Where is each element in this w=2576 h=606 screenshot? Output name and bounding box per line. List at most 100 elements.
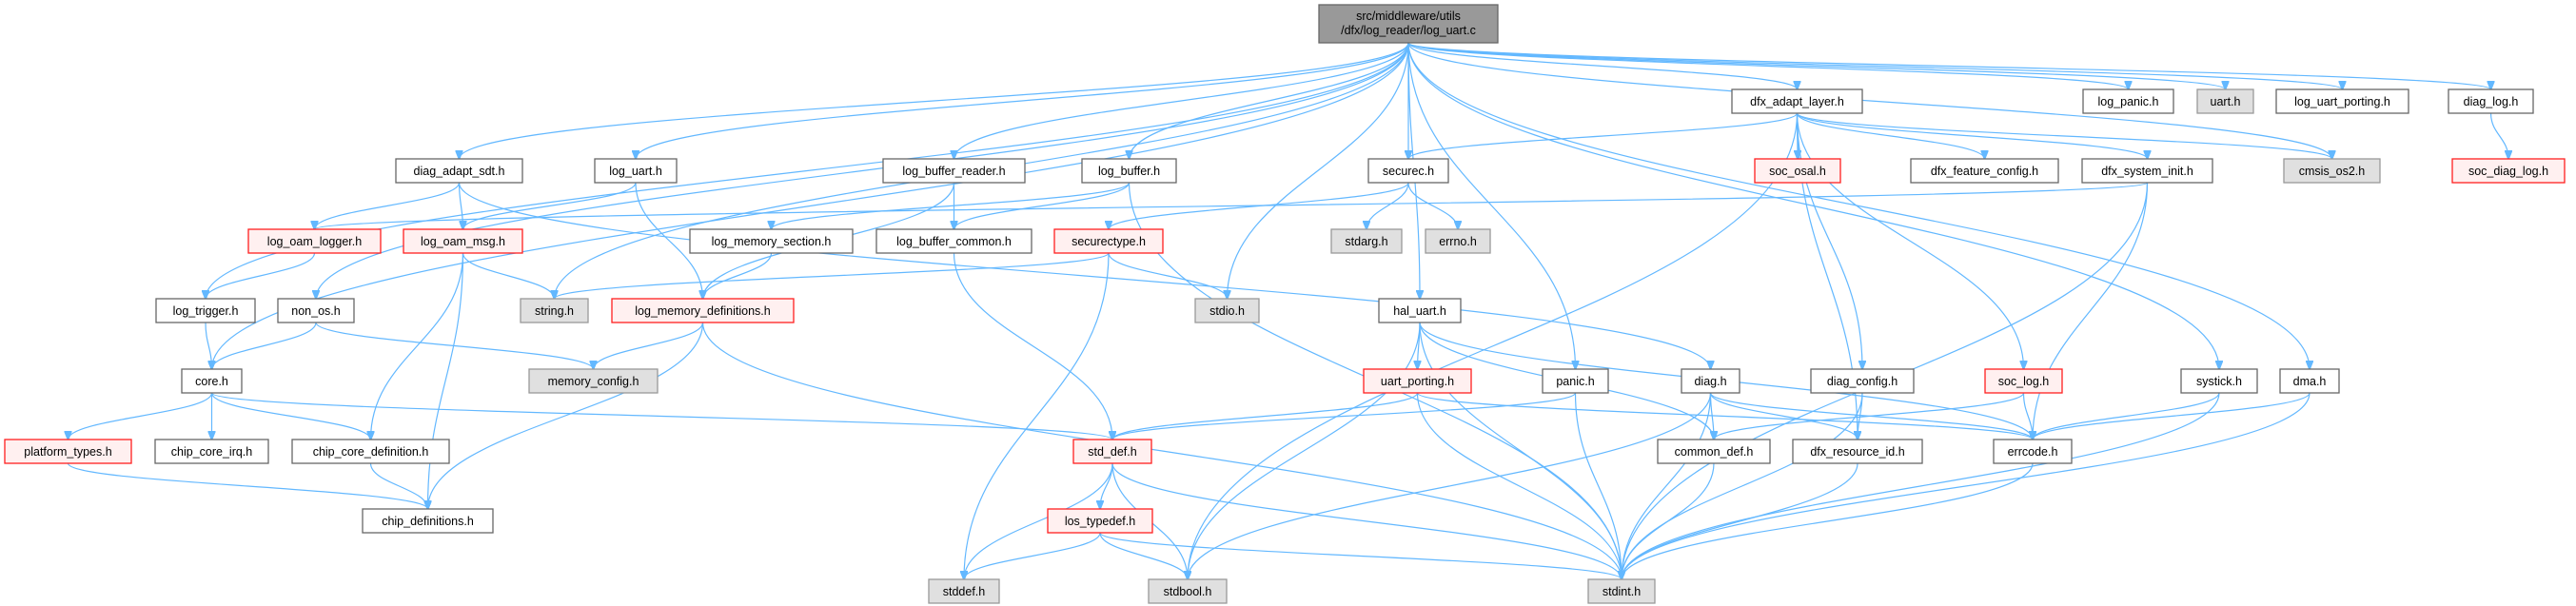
edge-diag-to-stdint xyxy=(1622,392,1712,579)
node-label: los_typedef.h xyxy=(1065,515,1135,528)
file-node-log-trigger[interactable]: log_trigger.h xyxy=(155,298,256,323)
edge-hal-uart-to-stdint xyxy=(1419,322,1622,579)
file-node-log-memory-definitions[interactable]: log_memory_definitions.h xyxy=(611,298,795,323)
node-label: dfx_adapt_layer.h xyxy=(1750,95,1844,108)
edge-dfx-adapt-layer-to-securec xyxy=(1408,112,1799,159)
file-node-diag-config[interactable]: diag_config.h xyxy=(1810,368,1915,394)
edge-log-oam-logger-to-log-trigger xyxy=(206,252,316,299)
file-node-log-buffer[interactable]: log_buffer.h xyxy=(1081,158,1177,184)
edge-log-memory-definitions-to-chip-definitions xyxy=(428,322,704,509)
edge-log-buffer-common-to-std-def xyxy=(953,252,1113,440)
node-box xyxy=(155,298,256,323)
file-node-soc-log[interactable]: soc_log.h xyxy=(1984,368,2063,394)
file-node-log-uart-porting[interactable]: log_uart_porting.h xyxy=(2275,88,2409,114)
node-box xyxy=(689,228,854,254)
node-label: stdbool.h xyxy=(1164,585,1212,598)
file-node-systick[interactable]: systick.h xyxy=(2180,368,2258,394)
file-node-uart-porting[interactable]: uart_porting.h xyxy=(1363,368,1472,394)
edge-securectype-to-stddef xyxy=(964,252,1110,579)
file-node-dfx-resource-id[interactable]: dfx_resource_id.h xyxy=(1792,439,1923,464)
file-node-stdint[interactable]: stdint.h xyxy=(1587,578,1656,604)
file-node-dfx-system-init[interactable]: dfx_system_init.h xyxy=(2081,158,2213,184)
node-label: chip_core_irq.h xyxy=(171,445,253,459)
edge-root-to-diag-adapt-sdt xyxy=(460,42,1409,159)
file-node-chip-core-irq[interactable]: chip_core_irq.h xyxy=(154,439,269,464)
node-box xyxy=(2180,368,2258,394)
file-node-log-memory-section[interactable]: log_memory_section.h xyxy=(689,228,854,254)
file-node-los-typedef[interactable]: los_typedef.h xyxy=(1047,508,1153,534)
file-node-memory-config[interactable]: memory_config.h xyxy=(528,368,659,394)
file-node-log-buffer-common[interactable]: log_buffer_common.h xyxy=(875,228,1032,254)
node-label: std_def.h xyxy=(1088,445,1136,459)
file-node-chip-definitions[interactable]: chip_definitions.h xyxy=(362,508,494,534)
file-node-diag-adapt-sdt[interactable]: diag_adapt_sdt.h xyxy=(395,158,523,184)
node-box xyxy=(1053,228,1164,254)
file-node-hal-uart[interactable]: hal_uart.h xyxy=(1378,298,1462,323)
file-node-securectype[interactable]: securectype.h xyxy=(1053,228,1164,254)
file-node-errno[interactable]: errno.h xyxy=(1425,228,1491,254)
file-node-platform-types[interactable]: platform_types.h xyxy=(4,439,132,464)
file-node-non-os[interactable]: non_os.h xyxy=(277,298,355,323)
file-node-cmsis-os2[interactable]: cmsis_os2.h xyxy=(2283,158,2381,184)
node-label: memory_config.h xyxy=(548,375,639,388)
file-node-errcode[interactable]: errcode.h xyxy=(1993,439,2073,464)
edge-root-to-log-buffer xyxy=(1130,42,1409,159)
file-node-soc-osal[interactable]: soc_osal.h xyxy=(1754,158,1841,184)
node-box xyxy=(395,158,523,184)
node-label: log_panic.h xyxy=(2098,95,2159,108)
node-box xyxy=(520,298,589,323)
file-node-std-def[interactable]: std_def.h xyxy=(1072,439,1152,464)
edge-root-to-stdio xyxy=(1228,42,1409,299)
file-node-uart[interactable]: uart.h xyxy=(2196,88,2254,114)
edge-log-memory-definitions-to-stdint xyxy=(701,322,1622,579)
edge-securectype-to-stdio xyxy=(1108,252,1228,299)
edge-std-def-to-stdint xyxy=(1111,462,1622,579)
edge-diag-to-dfx-resource-id xyxy=(1709,392,1858,440)
file-node-dfx-adapt-layer[interactable]: dfx_adapt_layer.h xyxy=(1731,88,1863,114)
file-node-panic[interactable]: panic.h xyxy=(1542,368,1609,394)
edge-diag-adapt-sdt-to-diag xyxy=(458,182,1711,369)
node-box xyxy=(181,368,243,394)
file-node-diag-log[interactable]: diag_log.h xyxy=(2448,88,2534,114)
file-node-stdio[interactable]: stdio.h xyxy=(1194,298,1260,323)
edge-dfx-adapt-layer-to-dfx-feature-config xyxy=(1796,112,1985,159)
file-node-dma[interactable]: dma.h xyxy=(2279,368,2340,394)
node-box xyxy=(611,298,795,323)
file-node-root[interactable]: src/middleware/utils/dfx/log_reader/log_… xyxy=(1318,4,1499,44)
file-node-chip-core-definition[interactable]: chip_core_definition.h xyxy=(291,439,450,464)
edge-root-to-cmsis-os2 xyxy=(1407,42,2332,159)
node-label: platform_types.h xyxy=(24,445,111,459)
file-node-log-oam-msg[interactable]: log_oam_msg.h xyxy=(403,228,523,254)
file-node-string[interactable]: string.h xyxy=(520,298,589,323)
edge-dfx-adapt-layer-to-diag-config xyxy=(1796,112,1863,369)
file-node-stdbool[interactable]: stdbool.h xyxy=(1148,578,1228,604)
node-label: securectype.h xyxy=(1072,235,1146,248)
file-node-log-panic[interactable]: log_panic.h xyxy=(2082,88,2174,114)
node-box xyxy=(1587,578,1656,604)
edge-log-uart-to-log-oam-msg xyxy=(463,182,637,229)
node-label: stddef.h xyxy=(943,585,986,598)
node-label: string.h xyxy=(535,304,574,318)
node-label: uart_porting.h xyxy=(1381,375,1454,388)
file-node-dfx-feature-config[interactable]: dfx_feature_config.h xyxy=(1910,158,2059,184)
node-label: log_buffer.h xyxy=(1098,165,1160,178)
node-box xyxy=(882,158,1026,184)
file-node-stdarg[interactable]: stdarg.h xyxy=(1330,228,1403,254)
file-node-diag[interactable]: diag.h xyxy=(1681,368,1740,394)
node-box xyxy=(1754,158,1841,184)
file-node-common-def[interactable]: common_def.h xyxy=(1657,439,1771,464)
file-node-log-uart[interactable]: log_uart.h xyxy=(594,158,678,184)
file-node-log-buffer-reader[interactable]: log_buffer_reader.h xyxy=(882,158,1026,184)
file-node-stddef[interactable]: stddef.h xyxy=(928,578,1000,604)
edge-diag-to-stdbool xyxy=(1188,392,1712,579)
file-node-log-oam-logger[interactable]: log_oam_logger.h xyxy=(247,228,382,254)
edge-log-memory-definitions-to-memory-config xyxy=(594,322,704,369)
file-node-soc-diag-log[interactable]: soc_diag_log.h xyxy=(2451,158,2566,184)
file-node-securec[interactable]: securec.h xyxy=(1367,158,1449,184)
edge-root-to-log-trigger xyxy=(206,42,1409,299)
file-node-core[interactable]: core.h xyxy=(181,368,243,394)
node-label: stdint.h xyxy=(1603,585,1641,598)
edge-uart-porting-to-std-def xyxy=(1112,392,1419,440)
edge-systick-to-errcode xyxy=(2033,392,2220,440)
